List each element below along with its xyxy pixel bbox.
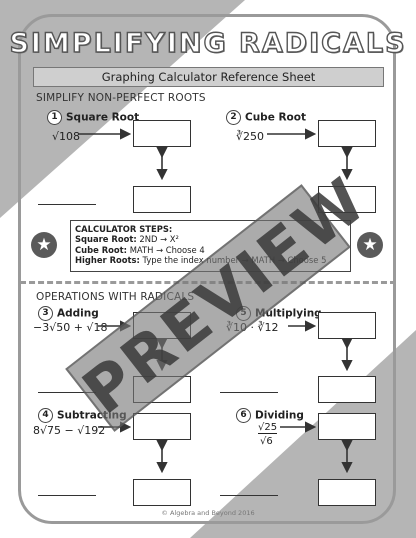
page-frame <box>18 14 396 524</box>
problem-2-label: 2 Cube Root <box>226 110 306 125</box>
star-icon: ★ <box>357 232 383 258</box>
answer-box-5b[interactable] <box>318 376 376 403</box>
steps-heading: CALCULATOR STEPS: <box>75 224 173 234</box>
problem-1-label: 1 Square Root <box>47 110 139 125</box>
problem-6-denominator: √6 <box>260 436 273 447</box>
section-heading-simplify: SIMPLIFY NON-PERFECT ROOTS <box>36 92 206 104</box>
answer-line-6[interactable] <box>220 495 278 496</box>
problem-1-title: Square Root <box>66 111 140 124</box>
steps-square-label: Square Root: <box>75 234 137 245</box>
problem-2-expression: ∛250 <box>236 130 265 143</box>
answer-box-2a[interactable] <box>318 120 376 147</box>
problem-2-title: Cube Root <box>245 111 307 124</box>
problem-number: 3 <box>38 306 53 321</box>
answer-box-6a[interactable] <box>318 413 376 440</box>
problem-3-expression: −3√50 + √18 <box>33 321 108 334</box>
answer-line-1[interactable] <box>38 204 96 205</box>
answer-box-4a[interactable] <box>133 413 191 440</box>
star-icon: ★ <box>31 232 57 258</box>
problem-3-title: Adding <box>57 307 99 320</box>
problem-1-expression: √108 <box>52 130 81 143</box>
answer-box-5a[interactable] <box>318 312 376 339</box>
answer-line-3[interactable] <box>38 392 96 393</box>
answer-box-6b[interactable] <box>318 479 376 506</box>
problem-6-label: 6 Dividing <box>236 408 304 423</box>
problem-4-expression: 8√75 − √192 <box>33 424 106 437</box>
answer-box-1b[interactable] <box>133 186 191 213</box>
copyright-footer: © Algebra and Beyond 2016 <box>161 509 255 517</box>
answer-line-4[interactable] <box>38 495 96 496</box>
answer-line-5[interactable] <box>220 392 278 393</box>
page-title: SIMPLIFYING RADICALS <box>9 27 407 59</box>
problem-number: 2 <box>226 110 241 125</box>
subtitle-bar: Graphing Calculator Reference Sheet <box>33 67 384 87</box>
problem-3-label: 3 Adding <box>38 306 99 321</box>
answer-box-4b[interactable] <box>133 479 191 506</box>
problem-5-title: Multiplying <box>255 307 322 320</box>
right-arrow-icon <box>78 128 317 433</box>
answer-box-1a[interactable] <box>133 120 191 147</box>
steps-higher-label: Higher Roots: <box>75 255 140 266</box>
problem-number: 4 <box>38 408 53 423</box>
problem-number: 6 <box>236 408 251 423</box>
problem-6-title: Dividing <box>255 409 304 422</box>
steps-square-text: 2ND → X² <box>139 234 179 245</box>
steps-cube-label: Cube Root: <box>75 244 128 255</box>
problem-number: 1 <box>47 110 62 125</box>
steps-cube-text: MATH → Choose 4 <box>129 244 205 255</box>
problem-6-numerator: √25 <box>258 422 278 434</box>
